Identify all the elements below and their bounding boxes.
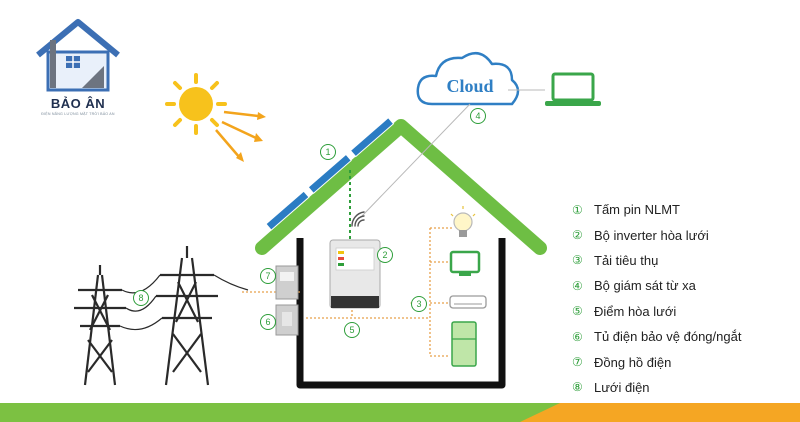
footer-bar-green	[0, 403, 560, 422]
legend-item: ⑧ Lưới điện	[572, 375, 798, 400]
brand-name: BẢO ÂN	[50, 96, 106, 111]
house	[255, 119, 547, 389]
brand: BẢO ÂN ĐIỆN NĂNG LƯỢNG MẶT TRỜI BẢO AN	[28, 96, 128, 116]
legend: ① Tấm pin NLMT ② Bộ inverter hòa lưới ③ Tải…	[572, 197, 798, 400]
legend-item: ⑤ Điểm hòa lưới	[572, 299, 798, 324]
legend-label: Bộ giám sát từ xa	[594, 278, 696, 294]
light-bulb-icon	[450, 206, 476, 237]
legend-label: Điểm hòa lưới	[594, 303, 677, 319]
brand-tagline: ĐIỆN NĂNG LƯỢNG MẶT TRỜI BẢO AN	[41, 112, 115, 116]
marker-5: 5	[344, 322, 360, 338]
legend-number: ④	[572, 278, 583, 293]
legend-label: Tấm pin NLMT	[594, 202, 680, 218]
legend-number: ③	[572, 253, 583, 268]
legend-label: Tải tiêu thụ	[594, 252, 659, 268]
legend-number: ⑤	[572, 304, 583, 319]
marker-2: 2	[377, 247, 393, 263]
solar-panel-icon	[265, 117, 395, 231]
cloud-label: Cloud	[446, 76, 494, 96]
legend-item: ④ Bộ giám sát từ xa	[572, 273, 798, 298]
breaker-box-icon	[275, 304, 299, 336]
legend-number: ⑥	[572, 329, 583, 344]
legend-number: ①	[572, 202, 583, 217]
air-conditioner-icon	[449, 295, 487, 309]
house-roof	[255, 119, 547, 255]
legend-item: ⑥ Tủ điện bảo vệ đóng/ngắt	[572, 324, 798, 349]
refrigerator-icon	[451, 321, 477, 367]
legend-label: Lưới điện	[594, 379, 650, 395]
legend-label: Đồng hồ điện	[594, 354, 672, 370]
connection-lines	[240, 89, 545, 357]
wifi-icon	[351, 211, 365, 227]
legend-number: ⑦	[572, 355, 583, 370]
sun-icon	[165, 73, 266, 162]
laptop-icon	[545, 72, 601, 106]
marker-4: 4	[470, 108, 486, 124]
house-wall	[296, 238, 506, 389]
tv-icon	[449, 250, 481, 276]
marker-8: 8	[133, 290, 149, 306]
legend-item: ② Bộ inverter hòa lưới	[572, 222, 798, 247]
marker-6: 6	[260, 314, 276, 330]
house-logo-icon	[36, 19, 120, 92]
legend-item: ① Tấm pin NLMT	[572, 197, 798, 222]
electric-meter-icon	[275, 265, 299, 300]
legend-number: ⑧	[572, 380, 583, 395]
legend-label: Tủ điện bảo vệ đóng/ngắt	[594, 329, 742, 345]
inverter-icon	[329, 239, 381, 309]
legend-item: ⑦ Đồng hồ điện	[572, 349, 798, 374]
marker-3: 3	[411, 296, 427, 312]
transmission-tower-icon	[74, 246, 218, 386]
legend-label: Bộ inverter hòa lưới	[594, 227, 709, 243]
marker-1: 1	[320, 144, 336, 160]
legend-item: ③ Tải tiêu thụ	[572, 248, 798, 273]
marker-7: 7	[260, 268, 276, 284]
cloud-icon	[416, 51, 520, 106]
power-lines	[119, 274, 249, 331]
legend-number: ②	[572, 228, 583, 243]
